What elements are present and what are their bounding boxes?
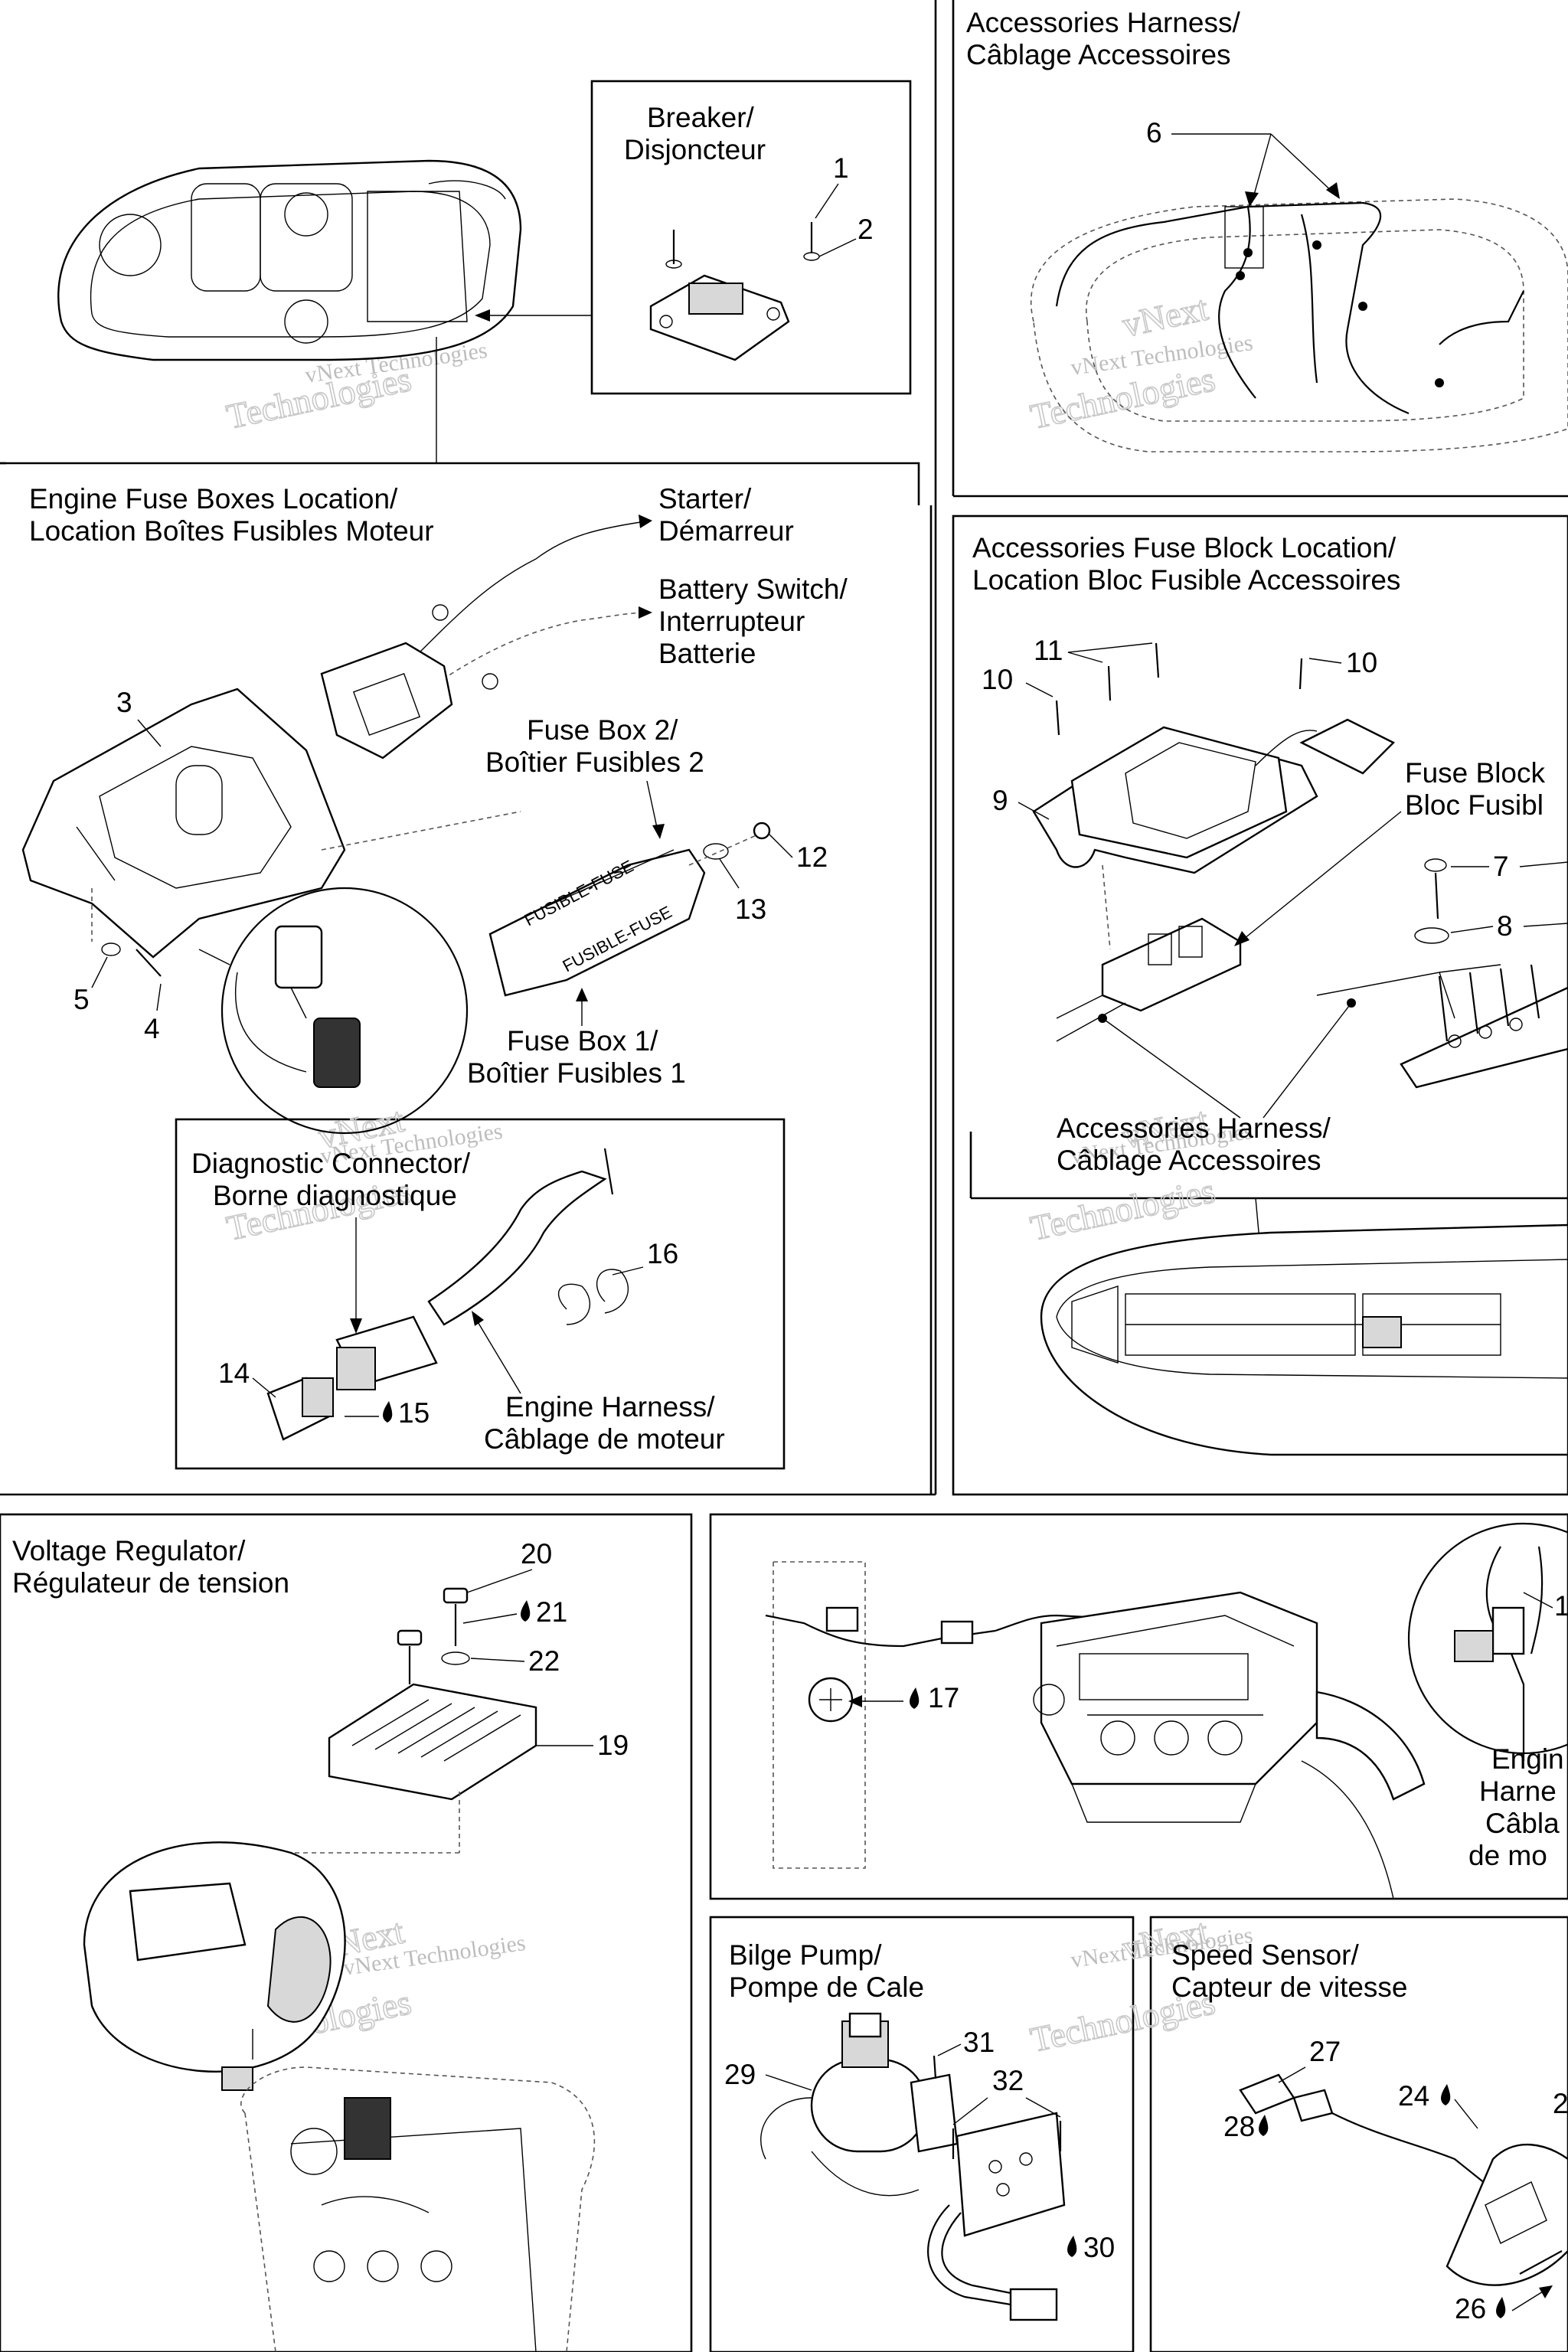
callout-11: 11 — [1034, 635, 1063, 666]
callout-20: 20 — [521, 1538, 552, 1570]
fuse-block-title-1: Fuse Block — [1405, 757, 1546, 789]
callout-22: 22 — [528, 1645, 560, 1677]
callout-18: 1 — [1554, 1590, 1568, 1622]
callout-2: 2 — [858, 214, 874, 245]
diagnostic-title-1: Diagnostic Connector/ — [191, 1148, 471, 1179]
callout-3: 3 — [116, 687, 132, 718]
callout-32: 32 — [992, 2065, 1024, 2096]
eng-harness-cut-3: Câbla — [1485, 1808, 1560, 1839]
engine-harness-title-2: Câblage de moteur — [484, 1423, 725, 1455]
callout-27: 27 — [1309, 2036, 1341, 2067]
diagnostic-title-2: Borne diagnostique — [213, 1180, 457, 1211]
callout-29: 29 — [724, 2059, 756, 2090]
engine-fuse-title-1: Engine Fuse Boxes Location/ — [29, 483, 398, 514]
callout-10b: 10 — [1346, 647, 1377, 678]
voltage-regulator-section: Voltage Regulator/ Régulateur de tension… — [12, 1535, 629, 2352]
breaker-title-2: Disjoncteur — [624, 134, 766, 165]
eng-harness-cut-2: Harne — [1479, 1775, 1557, 1807]
callout-10a: 10 — [982, 664, 1013, 695]
callout-5: 5 — [74, 984, 90, 1015]
acc-fuse-title-2: Location Bloc Fusible Accessoires — [972, 564, 1400, 596]
diagnostic-section: Diagnostic Connector/ Borne diagnostique… — [191, 1148, 725, 1455]
battery-title-2: Interrupteur — [658, 606, 805, 637]
fusebox2-title-1: Fuse Box 2/ — [527, 714, 678, 746]
eng-harness-cut-4: de mo — [1468, 1840, 1547, 1871]
callout-26: 26 — [1455, 2293, 1486, 2324]
arrow-head — [475, 309, 490, 322]
battery-title-3: Batterie — [658, 638, 756, 669]
engine-fuse-section: Engine Fuse Boxes Location/ Location Boî… — [21, 483, 848, 1135]
watermark-text-3: vNext — [1119, 288, 1211, 344]
callout-7: 7 — [1493, 851, 1509, 882]
speed-title-2: Capteur de vitesse — [1171, 1971, 1408, 2003]
callout-16: 16 — [647, 1238, 678, 1269]
callout-23: 2 — [1553, 2088, 1568, 2119]
callout-19: 19 — [597, 1730, 629, 1761]
fusebox1-title-1: Fuse Box 1/ — [507, 1025, 658, 1057]
callout-13: 13 — [735, 893, 766, 925]
callout-17: 17 — [928, 1682, 959, 1713]
callout-24: 24 — [1398, 2080, 1429, 2112]
acc-harness-title-1: Accessories Harness/ — [966, 7, 1241, 38]
callout-8: 8 — [1497, 910, 1513, 942]
acc-fuse-title-1: Accessories Fuse Block Location/ — [972, 532, 1396, 564]
acc-harness-title-2: Câblage Accessoires — [966, 39, 1231, 70]
watermark-text-8: Technologies — [1027, 1171, 1218, 1248]
callout-15: 15 — [398, 1397, 430, 1429]
callout-28: 28 — [1223, 2111, 1255, 2142]
speed-title-1: Speed Sensor/ — [1171, 1939, 1360, 1971]
accessories-harness-section: Accessories Harness/ Câblage Accessoires… — [966, 7, 1568, 452]
eng-harness-cut-1: Engin — [1491, 1743, 1564, 1775]
engine-fuse-title-2: Location Boîtes Fusibles Moteur — [29, 515, 434, 547]
fusebox1-title-2: Boîtier Fusibles 1 — [467, 1057, 686, 1089]
breaker-section: Breaker/ Disjoncteur 1 2 — [624, 102, 874, 361]
bilge-title-2: Pompe de Cale — [729, 1971, 924, 2003]
callout-1: 1 — [833, 152, 849, 184]
acc-harness2-title-1: Accessories Harness/ — [1057, 1112, 1331, 1144]
starter-title-1: Starter/ — [658, 483, 752, 514]
fusebox2-title-2: Boîtier Fusibles 2 — [485, 746, 704, 778]
fuse-block-title-2: Bloc Fusibl — [1405, 789, 1544, 821]
bilge-title-1: Bilge Pump/ — [729, 1939, 882, 1971]
vreg-title-1: Voltage Regulator/ — [12, 1535, 246, 1566]
callout-6: 6 — [1146, 117, 1162, 149]
callout-31: 31 — [963, 2027, 995, 2058]
starter-title-2: Démarreur — [658, 515, 794, 547]
callout-14: 14 — [218, 1357, 250, 1389]
callout-21: 21 — [536, 1596, 567, 1628]
breaker-title-1: Breaker/ — [647, 102, 755, 133]
engine-harness-cut-section: 17 1 Engin Harne Câbla de mo — [765, 1522, 1568, 1900]
battery-title-1: Battery Switch/ — [658, 573, 848, 605]
vreg-title-2: Régulateur de tension — [12, 1567, 289, 1599]
callout-30: 30 — [1083, 2232, 1115, 2263]
callout-12: 12 — [796, 841, 828, 873]
hull-top-view — [57, 159, 522, 361]
acc-fuse-block-section: Accessories Fuse Block Location/ Locatio… — [972, 532, 1568, 1456]
acc-harness2-title-2: Câblage Accessoires — [1057, 1145, 1321, 1176]
speed-sensor-section: Speed Sensor/ Capteur de vitesse 27 28 2… — [1171, 1939, 1568, 2324]
callout-4: 4 — [144, 1013, 160, 1044]
bilge-pump-section: Bilge Pump/ Pompe de Cale 29 31 32 30 — [724, 1939, 1115, 2321]
engine-harness-title-1: Engine Harness/ — [505, 1391, 715, 1423]
callout-9: 9 — [992, 785, 1008, 816]
